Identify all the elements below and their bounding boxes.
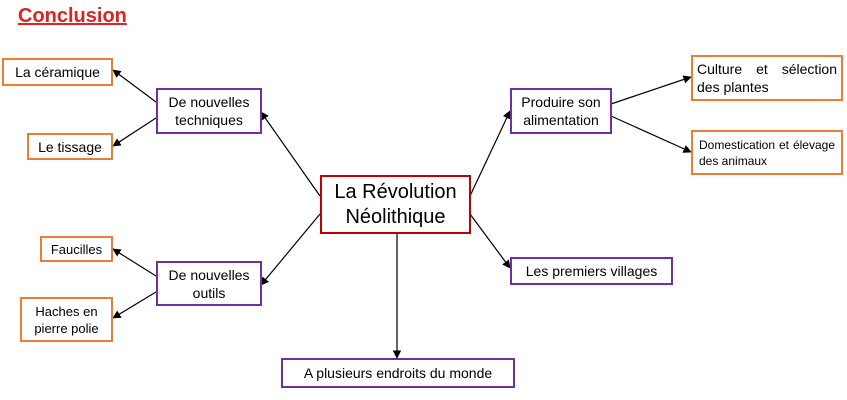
leaf-ceramique: La céramique	[2, 58, 113, 86]
leaf-tissage-label: Le tissage	[38, 138, 102, 155]
node-premiers-villages-label: Les premiers villages	[525, 263, 658, 279]
node-premiers-villages: Les premiers villages	[510, 257, 673, 285]
arrow-alimentation-to-domestication	[610, 115, 692, 153]
arrow-outils-to-haches	[112, 291, 157, 319]
node-produire-alimentation-label: Produire son alimentation	[521, 94, 601, 128]
arrow-center-to-techniques	[260, 111, 321, 197]
arrow-center-to-villages	[469, 213, 511, 269]
node-produire-alimentation: Produire son alimentation	[510, 88, 612, 134]
node-nouvelles-techniques-label: De nouvelles techniques	[168, 94, 250, 128]
node-plusieurs-endroits: A plusieurs endroits du monde	[281, 358, 515, 388]
node-nouvelles-techniques: De nouvelles techniques	[156, 88, 262, 134]
arrow-techniques-to-ceramique	[112, 69, 157, 103]
leaf-culture-label: Culture et sélection des plantes	[697, 61, 837, 95]
leaf-domestication: Domestication et élevage des animaux	[691, 130, 843, 175]
leaf-faucilles: Faucilles	[40, 236, 113, 262]
leaf-haches-label: Haches en pierre polie	[34, 303, 99, 336]
arrow-center-to-alimentation	[469, 110, 511, 197]
arrow-center-to-outils	[260, 213, 321, 286]
arrow-outils-to-faucilles	[112, 248, 157, 277]
arrow-techniques-to-tissage	[112, 117, 157, 147]
arrow-alimentation-to-culture	[610, 75, 692, 105]
node-revolution-neolithique: La Révolution Néolithique	[320, 175, 471, 234]
node-plusieurs-endroits-label: A plusieurs endroits du monde	[303, 365, 493, 381]
leaf-haches: Haches en pierre polie	[20, 297, 113, 342]
node-nouvelles-outils-label: De nouvelles outils	[168, 266, 250, 301]
leaf-culture: Culture et sélection des plantes	[691, 55, 843, 101]
node-nouvelles-outils: De nouvelles outils	[156, 261, 262, 306]
node-revolution-neolithique-label: La Révolution Néolithique	[334, 180, 457, 228]
leaf-domestication-label: Domestication et élevage des animaux	[699, 137, 835, 168]
leaf-ceramique-label: La céramique	[15, 64, 100, 80]
leaf-tissage: Le tissage	[27, 133, 113, 160]
page-title: Conclusion	[18, 5, 127, 27]
leaf-faucilles-label: Faucilles	[50, 241, 103, 257]
